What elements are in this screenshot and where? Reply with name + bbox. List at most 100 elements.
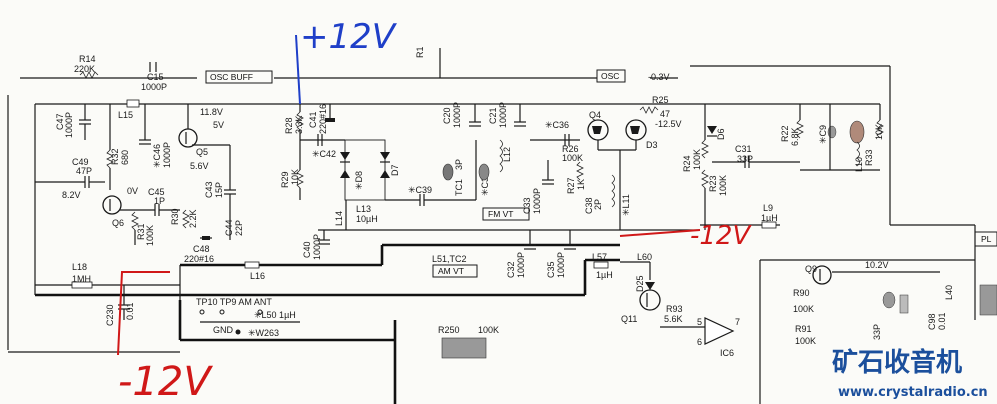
l18-value: 1MH	[72, 274, 91, 284]
r23-value: 100K	[718, 175, 728, 196]
osc-title: OSC	[601, 71, 619, 81]
r24-label: R24	[682, 155, 692, 172]
r26-value: 100K	[562, 153, 583, 163]
voltage-10-2: 10.2V	[865, 260, 889, 270]
d25-label: D25	[635, 275, 645, 292]
c44-value: 22P	[234, 220, 244, 236]
c45-label: C45	[148, 187, 165, 197]
c15-value: 1000P	[141, 82, 167, 92]
l12-label: L12	[502, 147, 512, 162]
r93-value: 5.6K	[664, 314, 683, 324]
q6-symbol	[102, 195, 122, 215]
frame-lines	[7, 65, 976, 404]
c46-value: 1000P	[162, 142, 172, 168]
c43-value: 15P	[214, 182, 224, 198]
l14-label: L14	[334, 211, 344, 226]
c46-label: ✳C46	[152, 144, 162, 168]
fm-vt-title: FM VT	[488, 209, 514, 219]
voltage-11-8: 11.8V	[200, 107, 223, 117]
l13-value: 10µH	[356, 214, 378, 224]
c32-label: C32	[506, 261, 516, 278]
l9-label: L9	[763, 203, 773, 213]
r250-value: 100K	[478, 325, 499, 335]
c49-label: C49	[72, 157, 89, 167]
d8-label: ✳D8	[354, 171, 364, 190]
r29-label: R29	[280, 171, 290, 188]
lower-center-section: C32 1000P C35 1000P L57 1µH L60 D25 Q11 …	[506, 230, 740, 358]
r90-label: R90	[793, 288, 810, 298]
r27-label: R27	[566, 177, 576, 194]
r1-label: R1	[415, 46, 425, 58]
c230-label: C230	[105, 304, 115, 326]
r29-value: 10K	[290, 169, 300, 185]
c35-label: C35	[546, 261, 556, 278]
r31-value: 100K	[145, 225, 155, 246]
q5-label: Q5	[196, 147, 208, 157]
r32-label: R32	[110, 148, 120, 165]
tc1-value: 3P	[454, 159, 464, 170]
ic6-pin6: 6	[697, 337, 702, 347]
l40-label: L40	[944, 285, 954, 300]
c49-value: 47P	[76, 166, 92, 176]
l11-label: ✳L11	[621, 194, 631, 216]
ic6-symbol	[704, 317, 735, 345]
am-vt-box	[432, 264, 478, 278]
voltage-5-6: 5.6V	[190, 161, 209, 171]
q6-label: Q6	[112, 218, 124, 228]
c39-label: ✳C39	[408, 185, 432, 195]
c21-label: C21	[488, 107, 498, 124]
r28-label: R28	[284, 117, 294, 134]
c20-label: C20	[442, 107, 452, 124]
tc1-label: TC1	[454, 179, 464, 196]
plus12-annotation: +12V	[300, 17, 398, 57]
r30-label: R30	[170, 208, 180, 225]
r250-label: R250	[438, 325, 460, 335]
q4-label: Q4	[589, 110, 601, 120]
w263-label: ✳W263	[248, 328, 279, 338]
c40-label: C40	[302, 241, 312, 258]
c40-value: 1000P	[312, 234, 322, 260]
tuning-section: R24 100K D6 C31 33P R23 100K R22 6.8K ✳C…	[682, 104, 884, 230]
c33-label: C33	[522, 197, 532, 214]
l50-label: ✳L50 1µH	[254, 310, 296, 320]
osc-buff-section: R14 220K C15 1000P OSC BUFF L15 C47 1000…	[35, 54, 273, 264]
c35-value: 1000P	[556, 252, 566, 278]
r91-label: R91	[795, 324, 812, 334]
osc-section: OSC -0.3V ✳C36 R26 100K C33 1000P R27 1K…	[522, 69, 682, 230]
q11-label: Q11	[621, 314, 637, 324]
minus12-mid-pen-line	[619, 229, 701, 237]
r32-value: 680	[120, 150, 130, 165]
minus12-bottom-pen-line	[117, 271, 170, 356]
r22-value: 6.8K	[790, 127, 800, 146]
l9-value: 1µH	[761, 213, 778, 223]
voltage-osc: -0.3V	[648, 72, 670, 82]
c21-value: 1000P	[498, 102, 508, 128]
l15-label: L15	[118, 110, 133, 120]
r90-value: 100K	[793, 304, 814, 314]
c98-value: 0.01	[937, 312, 947, 330]
q5-symbol	[178, 128, 198, 148]
c32-value: 1000P	[516, 252, 526, 278]
d6-label: D6	[716, 128, 726, 140]
d7-label: D7	[390, 164, 400, 176]
l60-label: L60	[637, 252, 652, 262]
c15-label: C15	[147, 72, 164, 82]
c20-value: 1000P	[452, 102, 462, 128]
l13-label: L13	[356, 204, 371, 214]
osc-box	[596, 69, 626, 83]
r25-value: 47	[660, 109, 670, 119]
r91-value: 100K	[795, 336, 816, 346]
r22-label: R22	[780, 125, 790, 142]
l16-label: L16	[250, 271, 265, 281]
ic6-label: IC6	[720, 348, 734, 358]
watermark-url: www.crystalradio.cn	[838, 385, 988, 400]
c36-label: ✳C36	[545, 120, 569, 130]
am-vt-title: AM VT	[438, 266, 464, 276]
r33-label: R33	[864, 149, 874, 166]
c44-label: C44	[224, 219, 234, 236]
r24-value: 100K	[692, 149, 702, 170]
pl-label: PL	[981, 234, 992, 244]
osc-buff-title: OSC BUFF	[210, 72, 253, 82]
r23-label: R23	[708, 175, 718, 192]
